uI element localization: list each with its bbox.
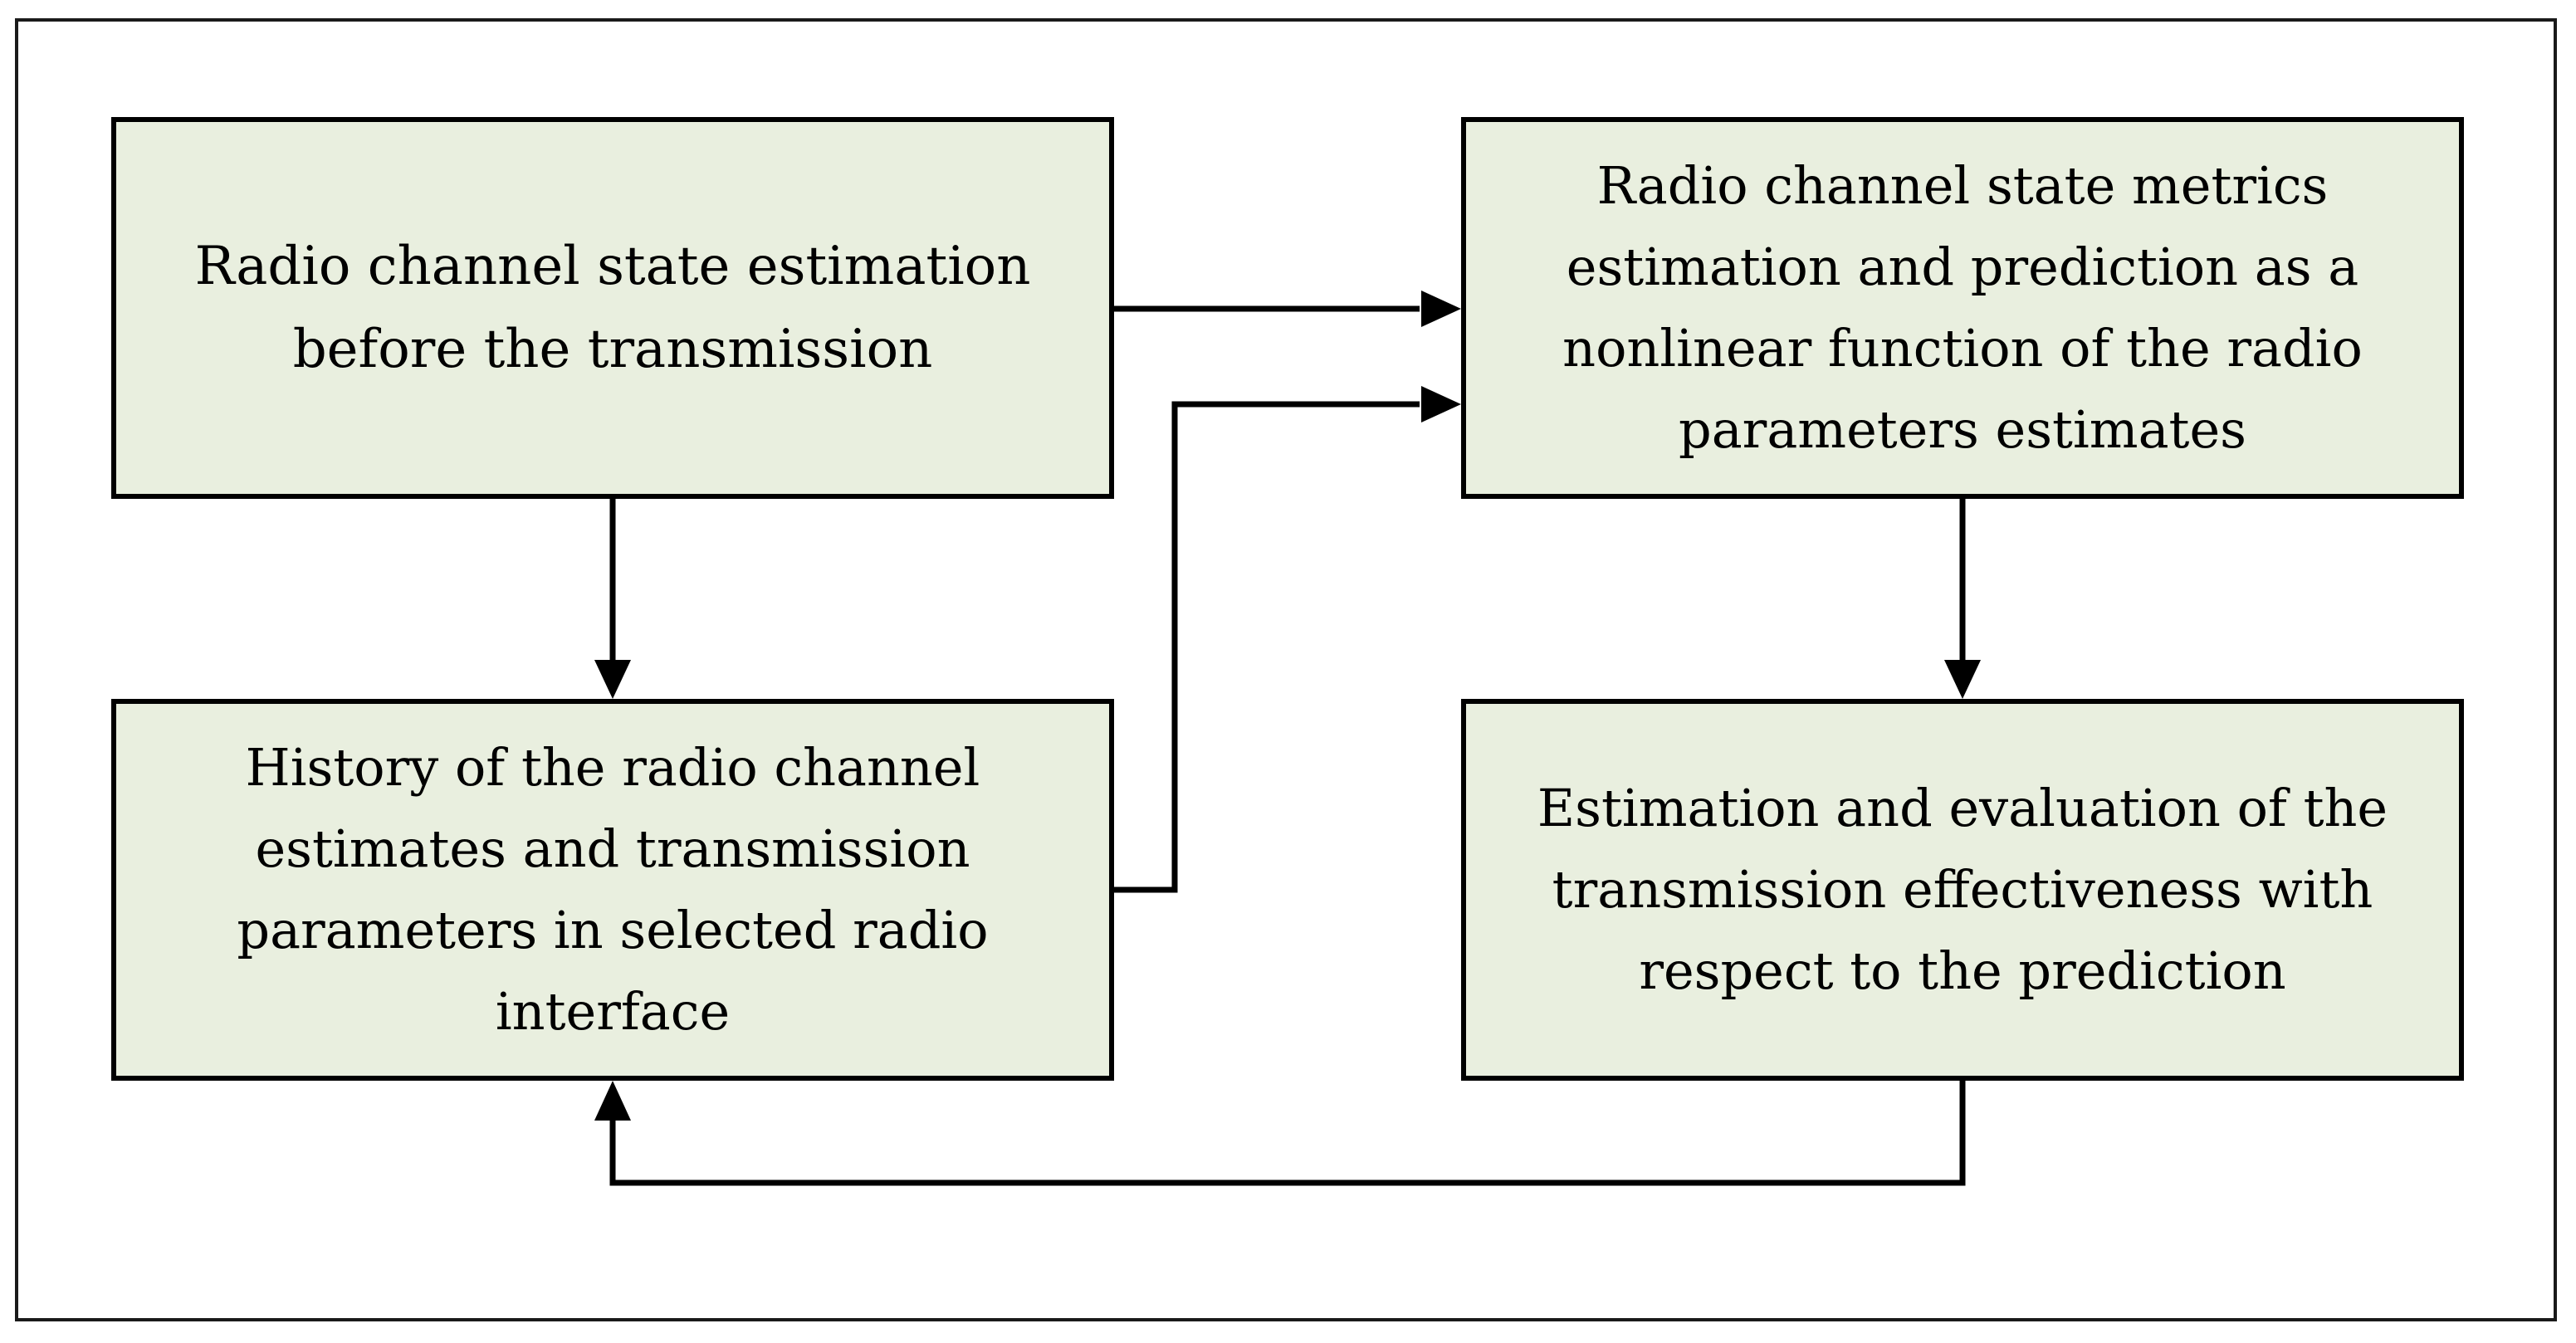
box-channel-state-estimation-label: Radio channel state estimation before th… [194,236,1031,380]
box-history-label: History of the radio channel estimates a… [237,737,989,1042]
box-channel-state-estimation: Radio channel state estimation before th… [111,117,1114,499]
box-metrics-estimation-prediction: Radio channel state metrics estimation a… [1461,117,2464,499]
diagram-frame [15,18,2557,1321]
box-metrics-estimation-prediction-label: Radio channel state metrics estimation a… [1562,155,2363,460]
box-effectiveness-evaluation-label: Estimation and evaluation of the transmi… [1537,778,2388,1001]
box-effectiveness-evaluation: Estimation and evaluation of the transmi… [1461,699,2464,1081]
box-history: History of the radio channel estimates a… [111,699,1114,1081]
